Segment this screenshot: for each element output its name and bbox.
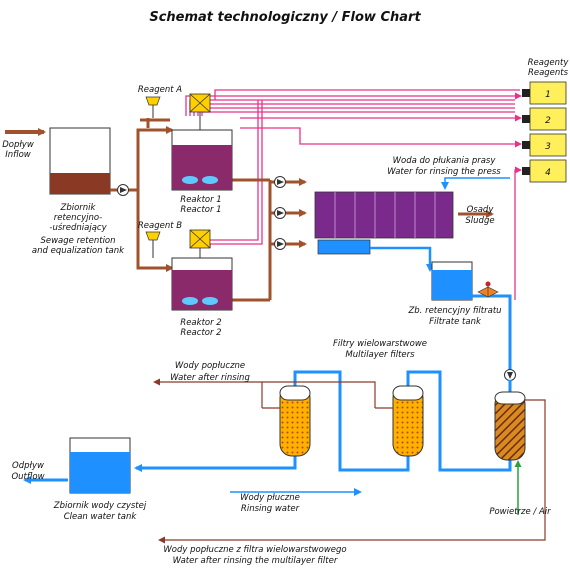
reactor-2-label-pl: Reaktor 2 [180,318,221,328]
sewage-tank-label-4: Sewage retention [40,236,115,246]
pump-icon [117,184,129,196]
dosing-pump-icon [522,89,530,97]
page-title: Schemat technologiczny / Flow Chart [149,10,421,25]
sludge-label-en: Sludge [465,216,494,226]
multilayer-filters-label-pl: Filtry wielowarstwowe [333,339,427,349]
reagent-a-funnel-icon [145,96,161,106]
reactor-1-label-en: Reactor 1 [180,205,221,215]
sewage-lines [110,118,494,302]
filtrate-tank [431,261,473,301]
water-after-rinsing-label-en: Water after rinsing [170,373,250,383]
filter-1 [279,385,311,457]
air-label: Powietrze / Air [489,507,551,517]
pump-icon [274,207,286,219]
outflow-label-en: Outflow [11,472,44,482]
clean-tank-label-pl: Zbiornik wody czystej [53,501,147,511]
reagents-header-en: Reagents [528,68,569,78]
pump-icon [274,238,286,250]
pump-icon [274,176,286,188]
sewage-tank-label-1: Zbiornik [60,203,97,213]
inflow-label-en: Inflow [5,150,31,160]
reagents-header-pl: Reagenty [528,58,570,68]
reagent-b-label: Reagent B [138,221,182,231]
water-after-multilayer-label-pl: Wody popłuczne z filtra wielowarstwowego [163,545,346,555]
press-water-label-en: Water for rinsing the press [387,167,501,177]
reactor-1 [171,93,233,191]
clean-water-tank [69,437,131,494]
reagent-box-3: 3 [522,133,567,157]
reactor-1-label-pl: Reaktor 1 [180,195,221,205]
rinse-lines [153,378,546,544]
multilayer-filters-label-en: Multilayer filters [345,350,415,360]
filtrate-tank-label-en: Filtrate tank [429,317,482,327]
svg-text:1: 1 [545,90,551,100]
svg-text:4: 4 [545,168,551,178]
pump-icon [504,369,516,381]
sewage-tank-label-5: and equalization tank [32,246,125,256]
sewage-retention-tank [49,127,111,195]
reagent-box-4: 4 [522,159,567,183]
valve-icon [477,281,499,298]
outflow-label-pl: Odpływ [12,461,44,471]
reagent-b-funnel-icon [145,231,161,241]
svg-text:3: 3 [545,142,551,152]
filter-3 [494,391,526,461]
sewage-tank-label-2: retencyjno- [54,213,102,223]
reagent-a-label: Reagent A [138,85,182,95]
inflow-label-pl: Dopływ [2,140,34,150]
press-water-label-pl: Woda do płukania prasy [393,156,497,166]
reagent-box-2: 2 [522,107,567,131]
filtrate-tank-label-pl: Zb. retencyjny filtratu [407,306,501,316]
reagent-box-1: 1 [522,81,567,105]
clean-tank-label-en: Clean water tank [64,512,138,522]
water-lines [23,370,512,496]
dosing-pump-icon [522,115,530,123]
dosing-pump-icon [522,141,530,149]
water-after-multilayer-label-en: Water after rinsing the multilayer filte… [173,556,338,566]
filter-press [314,191,454,255]
water-after-rinsing-label-pl: Wody popłuczne [175,361,245,371]
dosing-pump-icon [522,167,530,175]
sewage-tank-label-3: -uśredniający [49,222,107,233]
rinsing-water-label-pl: Wody płuczne [240,493,300,503]
filter-2 [392,385,424,457]
filtrate-line [370,246,434,272]
press-water-line [441,177,510,190]
filtrate-outlet-line [472,294,512,372]
rinsing-water-label-en: Rinsing water [241,504,300,514]
reactor-2 [171,229,233,311]
sludge-label-pl: Osady [467,205,495,215]
reactor-2-label-en: Reactor 2 [180,328,221,338]
svg-text:2: 2 [545,116,551,126]
